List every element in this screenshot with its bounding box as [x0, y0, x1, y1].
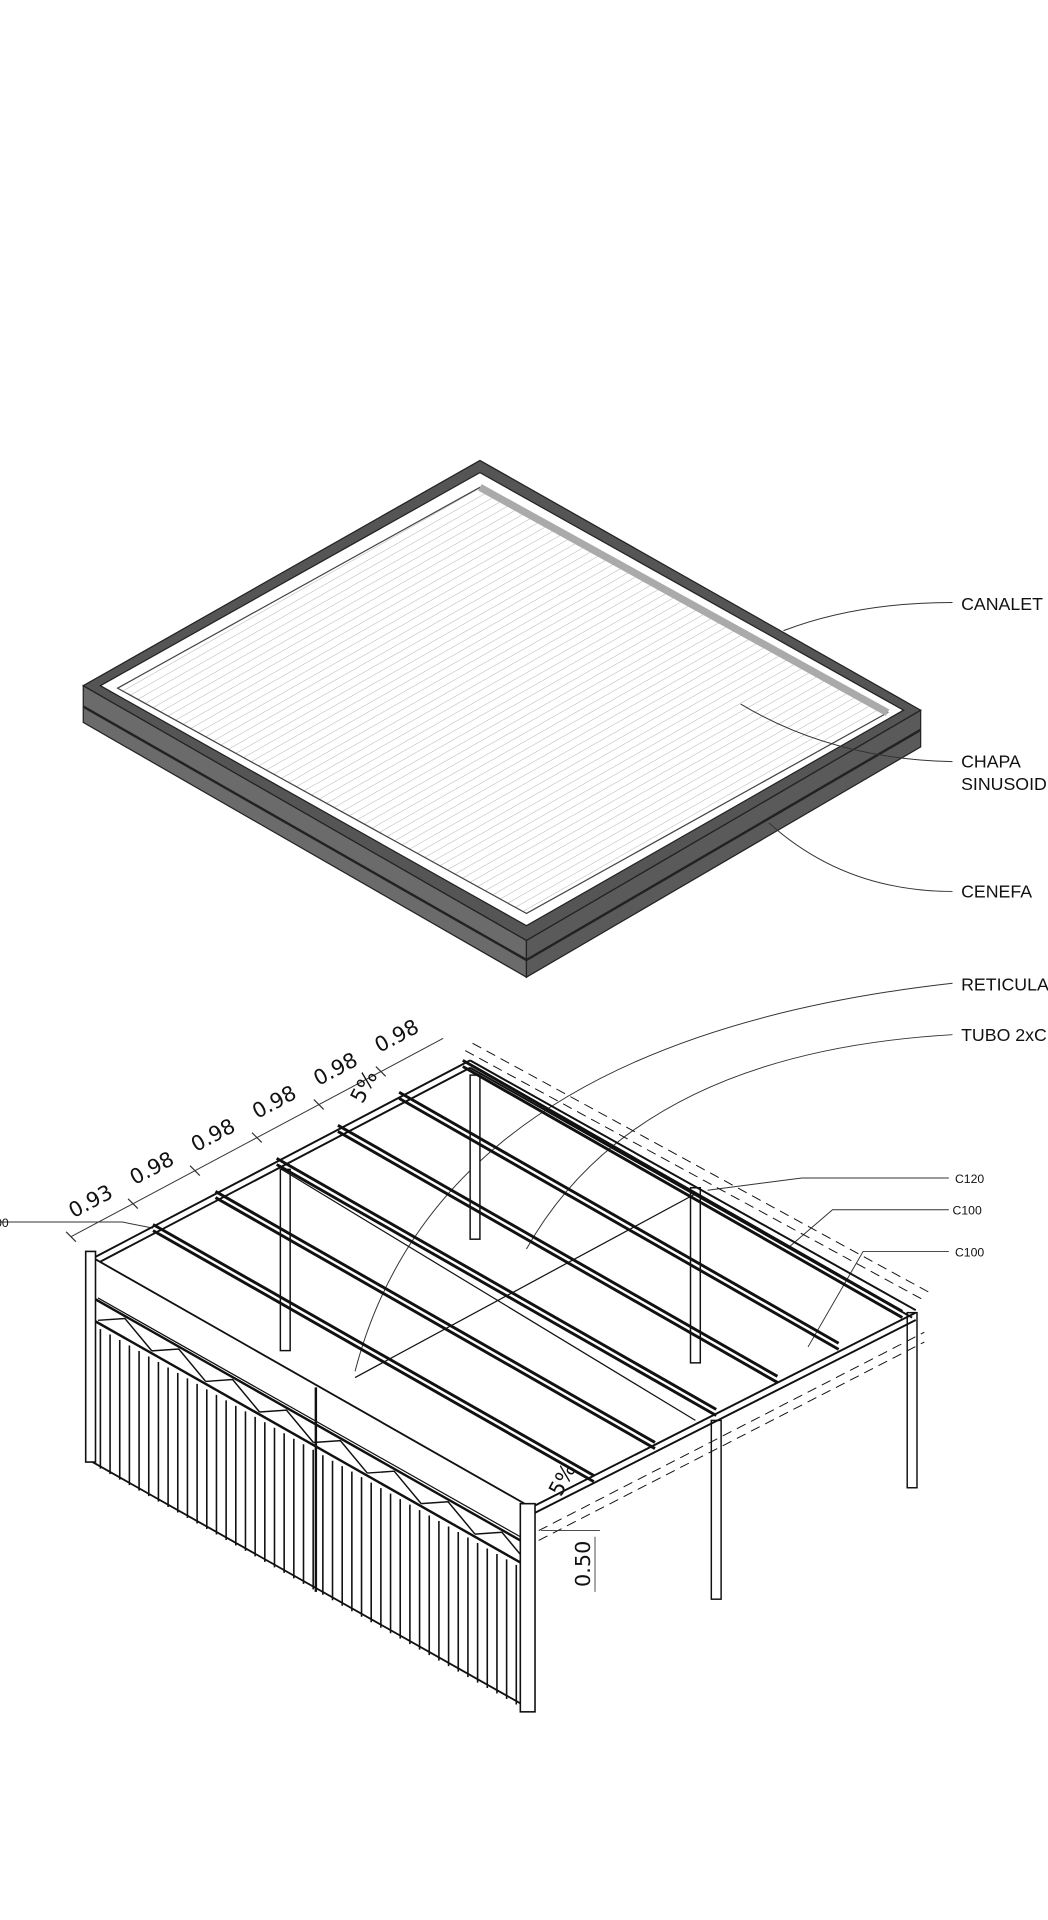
label-c100-a: C100	[953, 1204, 982, 1218]
gate	[84, 1250, 536, 1713]
label-c100-b: C100	[955, 1245, 984, 1259]
gate-truss	[205, 1378, 261, 1413]
label-canaleta: CANALET	[961, 594, 1043, 614]
height-dimension: 0.50	[571, 1541, 595, 1587]
label-sinusoidal: SINUSOID	[961, 774, 1047, 794]
dimension-tick	[251, 1132, 263, 1143]
gate-truss	[259, 1409, 314, 1443]
structure	[91, 1042, 931, 1600]
dimension-label: 0.98	[187, 1114, 239, 1157]
label-tubo: TUBO 2xC	[961, 1025, 1047, 1045]
label-chapa: CHAPA	[961, 752, 1021, 772]
gate-truss	[367, 1470, 422, 1505]
gate-truss	[421, 1500, 476, 1535]
dimension-label: 0.98	[126, 1147, 178, 1190]
gate-truss	[313, 1439, 368, 1474]
roof-panel	[82, 459, 922, 979]
label-reticula: RETICULA	[961, 975, 1048, 995]
dimension-label: 0.98	[371, 1015, 423, 1058]
dimension-label: 0.98	[248, 1081, 300, 1124]
gate-truss	[97, 1317, 153, 1352]
dimension-tick	[127, 1198, 139, 1210]
leader-lines	[0, 601, 953, 1372]
dimension-tick	[375, 1066, 387, 1077]
label-cenefa: CENEFA	[961, 882, 1032, 902]
gate-truss	[151, 1348, 207, 1382]
label-left-cut: 00	[0, 1216, 9, 1230]
dimension-tick	[313, 1099, 325, 1110]
dimension-tick	[189, 1165, 201, 1176]
label-c120: C120	[955, 1172, 984, 1186]
dimension-tick	[65, 1231, 77, 1243]
